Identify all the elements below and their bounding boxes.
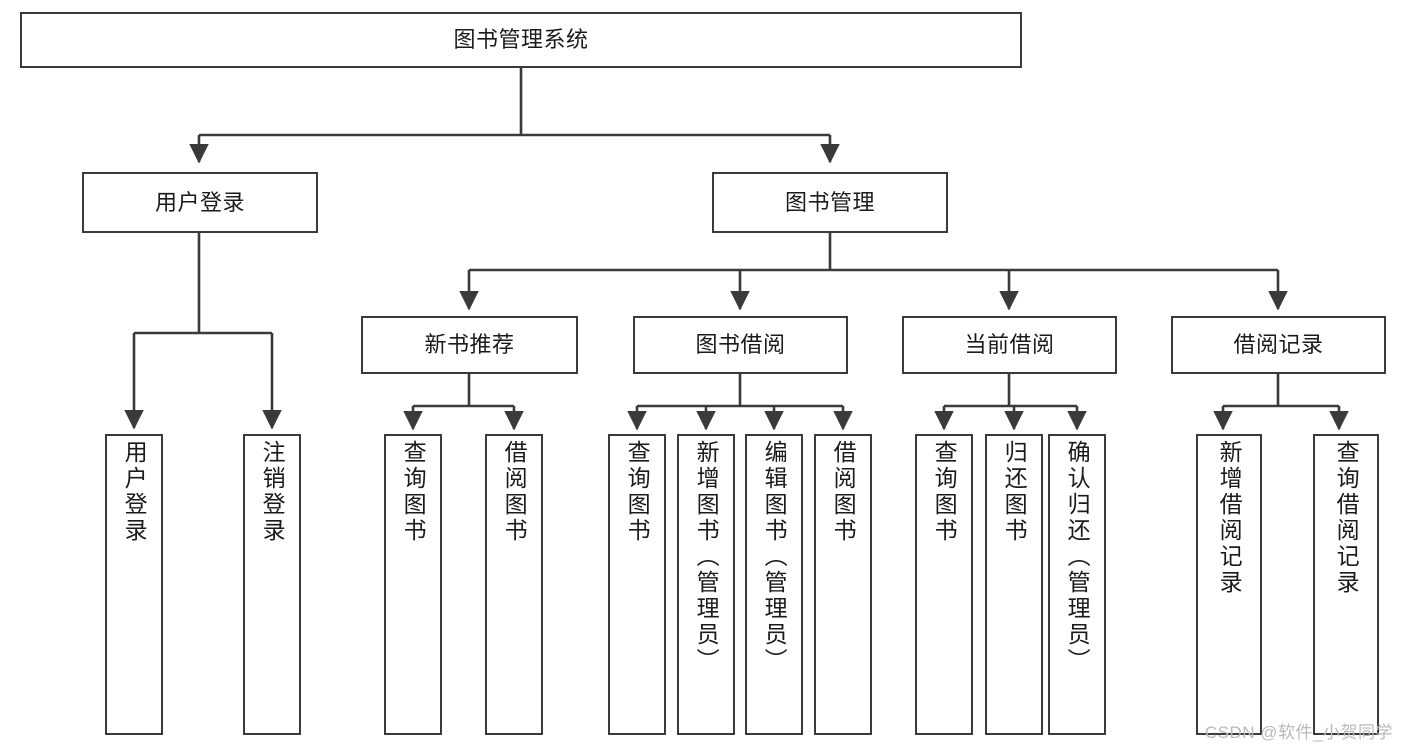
node-leaf-query-book-2-label: 查询图书 [624,440,651,544]
node-leaf-add-record[interactable]: 新增借阅记录 [1196,434,1262,735]
node-leaf-query-record[interactable]: 查询借阅记录 [1313,434,1379,735]
node-leaf-query-book-3-label: 查询图书 [931,440,958,544]
node-leaf-add-book[interactable]: 新增图书（管理员） [677,434,735,735]
node-leaf-edit-book[interactable]: 编辑图书（管理员） [745,434,803,735]
node-leaf-return-book-label: 归还图书 [1001,440,1028,544]
node-borrow-record-label: 借阅记录 [1233,332,1324,358]
node-new-book-rec-label: 新书推荐 [424,332,515,358]
node-leaf-add-record-label: 新增借阅记录 [1216,440,1243,596]
node-leaf-query-book-2[interactable]: 查询图书 [608,434,666,735]
node-leaf-confirm-return[interactable]: 确认归还（管理员） [1048,434,1106,735]
node-leaf-user-login-label: 用户登录 [121,440,148,544]
node-leaf-confirm-return-label: 确认归还（管理员） [1064,440,1091,674]
node-leaf-borrow-book-1[interactable]: 借阅图书 [485,434,543,735]
node-leaf-query-book-3[interactable]: 查询图书 [915,434,973,735]
node-book-manage[interactable]: 图书管理 [712,172,948,233]
node-leaf-query-book-1[interactable]: 查询图书 [384,434,442,735]
node-leaf-user-login[interactable]: 用户登录 [105,434,163,735]
node-new-book-rec[interactable]: 新书推荐 [361,316,578,374]
node-user-login[interactable]: 用户登录 [82,172,318,233]
node-borrow-record[interactable]: 借阅记录 [1171,316,1386,374]
node-leaf-logout-label: 注销登录 [259,440,286,544]
node-book-manage-label: 图书管理 [784,189,875,215]
node-user-login-label: 用户登录 [154,189,245,215]
node-leaf-query-book-1-label: 查询图书 [400,440,427,544]
node-root-label: 图书管理系统 [453,27,589,53]
node-book-borrow-label: 图书借阅 [695,332,786,358]
node-current-borrow-label: 当前借阅 [964,332,1055,358]
node-book-borrow[interactable]: 图书借阅 [633,316,848,374]
node-leaf-return-book[interactable]: 归还图书 [985,434,1043,735]
node-leaf-logout[interactable]: 注销登录 [243,434,301,735]
node-root[interactable]: 图书管理系统 [20,12,1022,68]
node-leaf-borrow-book-2-label: 借阅图书 [830,440,857,544]
node-leaf-query-record-label: 查询借阅记录 [1333,440,1360,596]
node-current-borrow[interactable]: 当前借阅 [902,316,1117,374]
csdn-watermark: CSDN @软件_小贺同学 [1204,723,1393,742]
node-leaf-edit-book-label: 编辑图书（管理员） [761,440,788,674]
node-leaf-borrow-book-2[interactable]: 借阅图书 [814,434,872,735]
node-leaf-add-book-label: 新增图书（管理员） [693,440,720,674]
node-leaf-borrow-book-1-label: 借阅图书 [501,440,528,544]
